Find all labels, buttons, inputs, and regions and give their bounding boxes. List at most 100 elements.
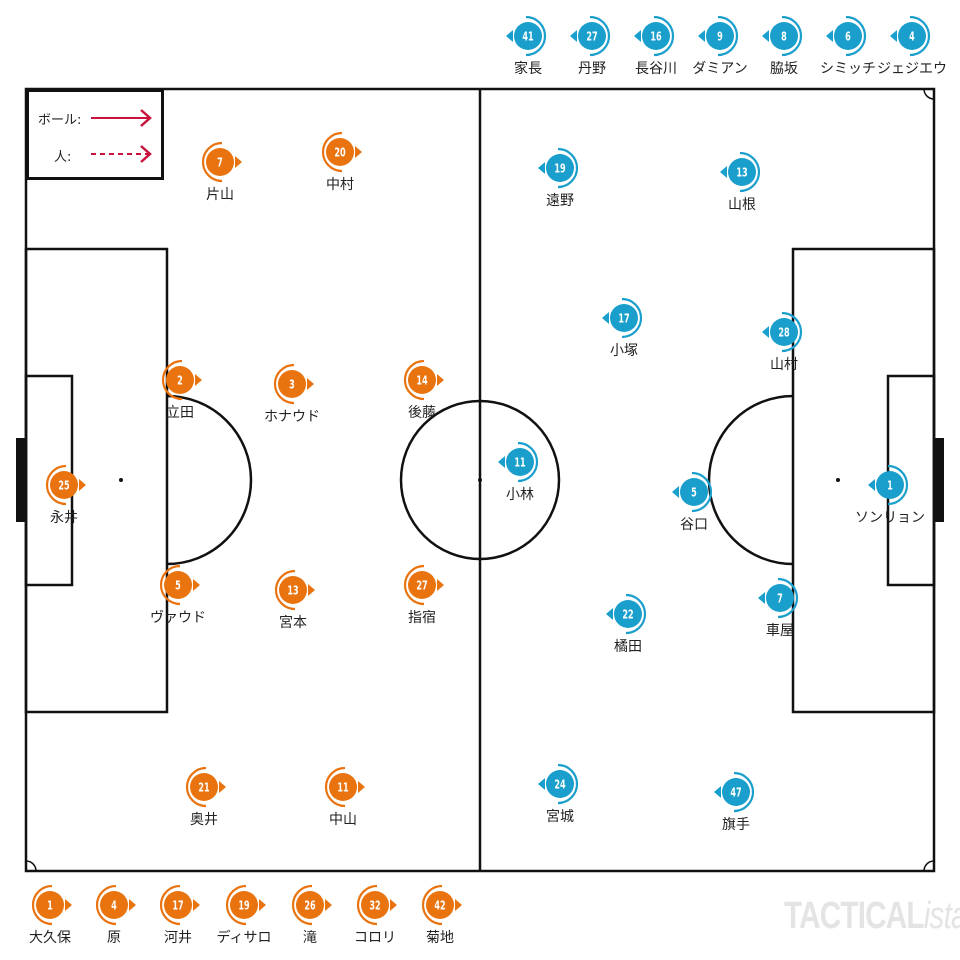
- person-arrow-icon: [91, 145, 152, 163]
- player-name: ソンリョン: [855, 510, 925, 526]
- ball-arrow-icon: [91, 109, 152, 127]
- player-marker-icon: [506, 15, 547, 57]
- player-marker-icon: [606, 593, 647, 635]
- player-marker-icon: [95, 884, 136, 926]
- player-name: シミッチ: [820, 61, 876, 77]
- player-number: 20: [334, 146, 346, 160]
- svg-text:5: 5: [691, 486, 697, 500]
- player-number: 27: [416, 579, 427, 593]
- player-number: 28: [778, 326, 790, 340]
- player-marker-icon: [714, 771, 755, 813]
- player-number: 14: [416, 374, 428, 388]
- player-number: 5: [175, 579, 181, 593]
- player-number: 25: [58, 479, 69, 493]
- player-number: 27: [586, 30, 597, 44]
- legend-person-label: 人:: [54, 150, 72, 165]
- legend: ボール: 人:: [26, 89, 164, 180]
- player-number: 26: [304, 899, 316, 913]
- player-marker-icon: [324, 766, 365, 808]
- player-marker-icon: [403, 564, 444, 606]
- player-name: 家長: [514, 61, 542, 77]
- player-name: 宮本: [279, 615, 307, 631]
- player-number: 24: [554, 778, 566, 792]
- player-name: 車屋: [766, 623, 794, 639]
- left-penalty-spot: [119, 478, 123, 482]
- player-marker-icon: [762, 15, 803, 57]
- svg-text:22: 22: [622, 608, 633, 622]
- player-name: 片山: [206, 187, 234, 203]
- player-name: 奥井: [190, 812, 218, 828]
- center-circle: [399, 399, 561, 561]
- player-name: 立田: [166, 405, 194, 421]
- player-marker-icon: [538, 763, 579, 805]
- svg-text:13: 13: [287, 584, 298, 598]
- player-name: 脇坂: [770, 61, 798, 77]
- player-number: 41: [522, 30, 533, 44]
- player-number: 8: [781, 30, 787, 44]
- player-name: 中村: [326, 177, 354, 193]
- player-number: 2: [177, 374, 183, 388]
- svg-text:3: 3: [289, 378, 295, 392]
- right-goal: [934, 438, 944, 522]
- svg-text:19: 19: [554, 162, 566, 176]
- player-marker-icon: [201, 141, 242, 183]
- player-number: 11: [514, 456, 525, 470]
- player-number: 9: [717, 30, 723, 44]
- svg-text:11: 11: [337, 781, 348, 795]
- player-name: 河井: [164, 930, 192, 946]
- player-number: 3: [289, 378, 295, 392]
- svg-text:25: 25: [58, 479, 69, 493]
- player-name: 中山: [329, 812, 357, 828]
- svg-text:28: 28: [778, 326, 790, 340]
- svg-text:17: 17: [618, 312, 629, 326]
- svg-text:1: 1: [47, 899, 53, 913]
- svg-text:7: 7: [777, 592, 783, 606]
- svg-text:14: 14: [416, 374, 428, 388]
- player-number: 11: [337, 781, 348, 795]
- svg-text:2: 2: [177, 374, 183, 388]
- svg-text:6: 6: [845, 30, 851, 44]
- player-number: 17: [618, 312, 629, 326]
- svg-text:1: 1: [887, 479, 893, 493]
- player-number: 1: [887, 479, 893, 493]
- player-number: 13: [287, 584, 298, 598]
- left-penalty-arc: [166, 394, 253, 566]
- svg-text:7: 7: [217, 156, 223, 170]
- player-number: 7: [777, 592, 783, 606]
- player-number: 42: [434, 899, 445, 913]
- player-name: 橘田: [614, 639, 642, 655]
- player-name: 菊地: [426, 930, 454, 946]
- player-number: 1: [47, 899, 53, 913]
- player-marker-icon: [31, 884, 72, 926]
- svg-text:47: 47: [730, 786, 741, 800]
- player-marker-icon: [498, 441, 539, 483]
- player-name: 大久保: [29, 930, 71, 946]
- player-marker-icon: [826, 15, 867, 57]
- legend-ball-label: ボール:: [38, 113, 82, 128]
- player-number: 4: [111, 899, 117, 913]
- svg-text:4: 4: [909, 30, 915, 44]
- player-marker-icon: [868, 464, 909, 506]
- svg-text:41: 41: [522, 30, 533, 44]
- player-number: 5: [691, 486, 697, 500]
- svg-text:32: 32: [369, 899, 380, 913]
- player-name: 原: [107, 930, 121, 946]
- player-name: 永井: [50, 510, 78, 526]
- player-marker-icon: [758, 577, 799, 619]
- player-marker-icon: [273, 363, 314, 405]
- player-number: 7: [217, 156, 223, 170]
- player-name: 山村: [770, 357, 798, 373]
- player-number: 17: [172, 899, 183, 913]
- player-name: 指宿: [408, 610, 436, 626]
- player-number: 32: [369, 899, 380, 913]
- svg-text:26: 26: [304, 899, 316, 913]
- player-marker-icon: [274, 569, 315, 611]
- player-name: 滝: [303, 930, 317, 946]
- player-name: 遠野: [546, 193, 574, 209]
- right-penalty-arc: [707, 394, 794, 566]
- player-marker-icon: [291, 884, 332, 926]
- svg-text:17: 17: [172, 899, 183, 913]
- svg-text:21: 21: [198, 781, 209, 795]
- svg-text:16: 16: [650, 30, 662, 44]
